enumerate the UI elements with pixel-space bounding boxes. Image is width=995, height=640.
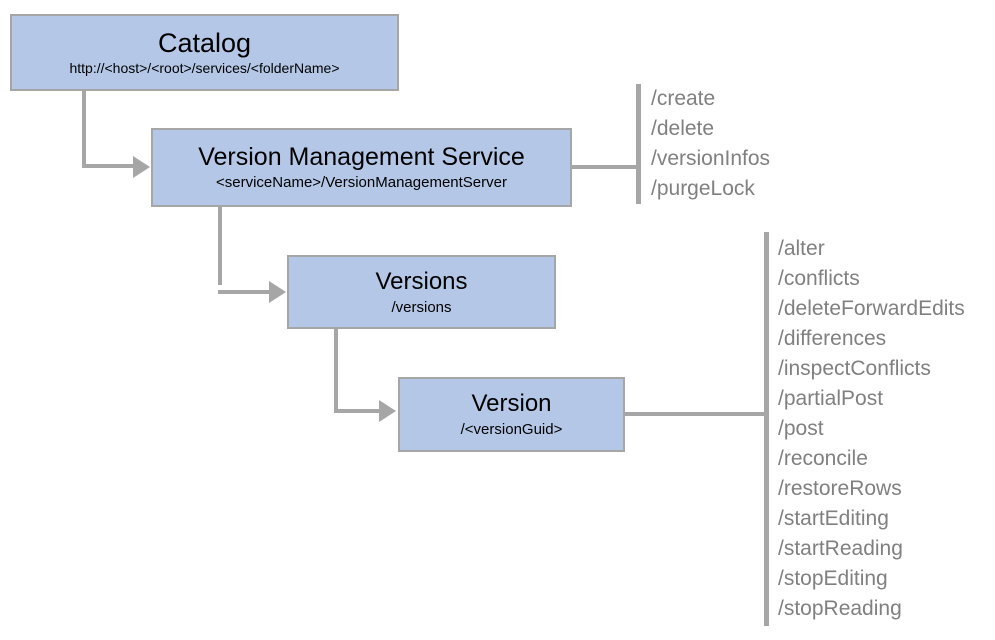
operation-item[interactable]: /partialPost — [778, 387, 884, 410]
operation-item[interactable]: /alter — [778, 237, 825, 260]
node-version-management-service[interactable]: Version Management Service <serviceName>… — [151, 128, 572, 207]
node-catalog-path: http://<host>/<root>/services/<folderNam… — [69, 60, 340, 77]
operation-item[interactable]: /stopReading — [778, 597, 902, 620]
operation-item[interactable]: /restoreRows — [778, 477, 902, 500]
connector-service-to-versions-horizontal — [218, 290, 270, 294]
operation-item[interactable]: /post — [778, 417, 824, 440]
connector-service-to-operations-line — [572, 165, 640, 169]
operation-item[interactable]: /create — [651, 87, 716, 110]
connector-version-to-operations-line — [624, 412, 768, 416]
operation-item[interactable]: /inspectConflicts — [778, 357, 931, 380]
connector-service-to-versions-vertical — [218, 207, 222, 285]
operation-item[interactable]: /startReading — [778, 537, 903, 560]
operation-item[interactable]: /differences — [778, 327, 887, 350]
operation-item[interactable]: /startEditing — [778, 507, 889, 530]
node-version-path: /<versionGuid> — [460, 421, 563, 439]
node-version[interactable]: Version /<versionGuid> — [398, 377, 625, 452]
connector-catalog-to-service-vertical — [82, 91, 86, 167]
arrowhead-service-to-versions — [269, 281, 286, 303]
node-version-management-service-path: <serviceName>/VersionManagementServer — [216, 174, 507, 192]
node-versions[interactable]: Versions /versions — [287, 255, 556, 329]
arrowhead-catalog-to-service — [133, 156, 150, 178]
node-version-management-service-title: Version Management Service — [198, 143, 525, 171]
arrowhead-versions-to-version — [379, 400, 396, 422]
node-catalog-title: Catalog — [157, 27, 252, 58]
node-catalog[interactable]: Catalog http://<host>/<root>/services/<f… — [10, 14, 399, 91]
connector-catalog-to-service-horizontal — [82, 164, 134, 168]
operation-item[interactable]: /purgeLock — [651, 177, 755, 200]
node-versions-path: /versions — [391, 298, 452, 316]
bracket-service-operations — [636, 84, 641, 204]
operation-item[interactable]: /conflicts — [778, 267, 860, 290]
operation-item[interactable]: /deleteForwardEdits — [778, 297, 965, 320]
operation-item[interactable]: /stopEditing — [778, 567, 888, 590]
connector-versions-to-version-horizontal — [334, 409, 380, 413]
bracket-version-operations — [764, 232, 769, 626]
node-versions-title: Versions — [375, 267, 468, 295]
operation-list-service: /create/delete/versionInfos/purgeLock — [651, 84, 770, 204]
node-version-title: Version — [471, 390, 552, 418]
connector-versions-to-version-vertical — [334, 329, 338, 412]
operation-list-version: /alter/conflicts/deleteForwardEdits/diff… — [778, 234, 965, 624]
operation-item[interactable]: /reconcile — [778, 447, 868, 470]
operation-item[interactable]: /versionInfos — [651, 147, 771, 170]
operation-item[interactable]: /delete — [651, 117, 715, 140]
